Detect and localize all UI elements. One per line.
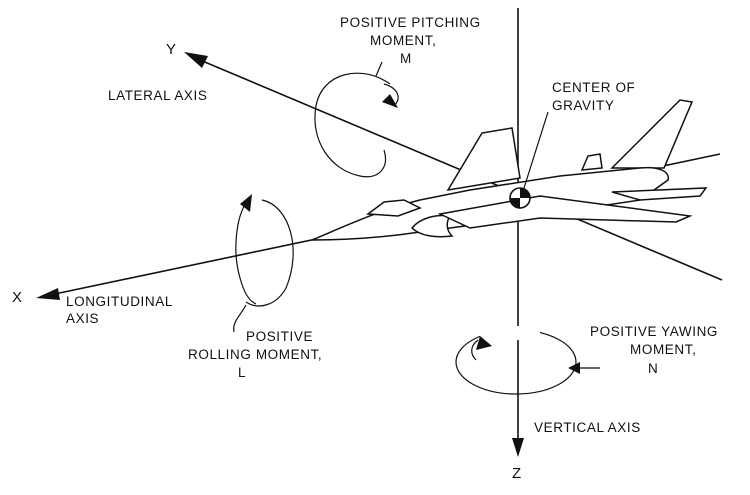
rolling-leader-line	[233, 304, 247, 333]
pitching-moment-arrow	[314, 72, 399, 178]
aircraft-dorsal-fin	[446, 127, 521, 192]
rolling-moment-label-line1: POSITIVE	[246, 329, 313, 344]
z-axis-arrowhead	[512, 438, 524, 457]
vertical-axis-label: VERTICAL AXIS	[534, 420, 641, 435]
cg-quadrant-1	[520, 188, 530, 198]
yawing-moment-arrow	[455, 326, 577, 395]
y-axis-arrowhead	[184, 52, 208, 68]
aircraft-fuselage	[311, 166, 669, 241]
cg-leader-line	[523, 111, 549, 189]
aircraft-wing	[437, 195, 693, 229]
x-axis-arrowhead	[36, 288, 60, 300]
cg-label-line2: GRAVITY	[552, 98, 614, 113]
aircraft-intake	[410, 214, 454, 238]
rolling-moment-symbol: L	[238, 365, 246, 380]
aircraft-canopy	[365, 199, 422, 217]
y-axis-letter: Y	[166, 41, 176, 58]
cg-label-line1: CENTER OF	[552, 80, 635, 95]
lateral-axis-label: LATERAL AXIS	[108, 88, 208, 103]
x-axis-letter: X	[12, 289, 22, 306]
cg-quadrant-2	[510, 198, 520, 208]
z-axis-letter: Z	[512, 465, 521, 482]
rolling-moment-arrow	[235, 194, 294, 307]
rolling-moment-label-line2: ROLLING MOMENT,	[188, 347, 322, 362]
pitching-moment-label-line2: MOMENT,	[370, 33, 436, 48]
pitching-moment-label-line1: POSITIVE PITCHING	[340, 15, 481, 30]
pitching-moment-symbol: M	[400, 51, 412, 66]
aircraft-dorsal-bump	[580, 153, 603, 171]
longitudinal-axis-label-line2: AXIS	[66, 311, 99, 326]
aircraft-horizontal-tail	[611, 187, 708, 201]
yawing-moment-label-line1: POSITIVE YAWING	[590, 324, 718, 339]
aircraft-illustration	[311, 99, 708, 241]
yawing-moment-symbol: N	[648, 361, 658, 376]
pitching-leader-line	[375, 61, 383, 77]
longitudinal-axis-label-line1: LONGITUDINAL	[66, 294, 173, 309]
yawing-moment-label-line2: MOMENT,	[630, 342, 696, 357]
aircraft-vertical-tail	[610, 99, 694, 169]
